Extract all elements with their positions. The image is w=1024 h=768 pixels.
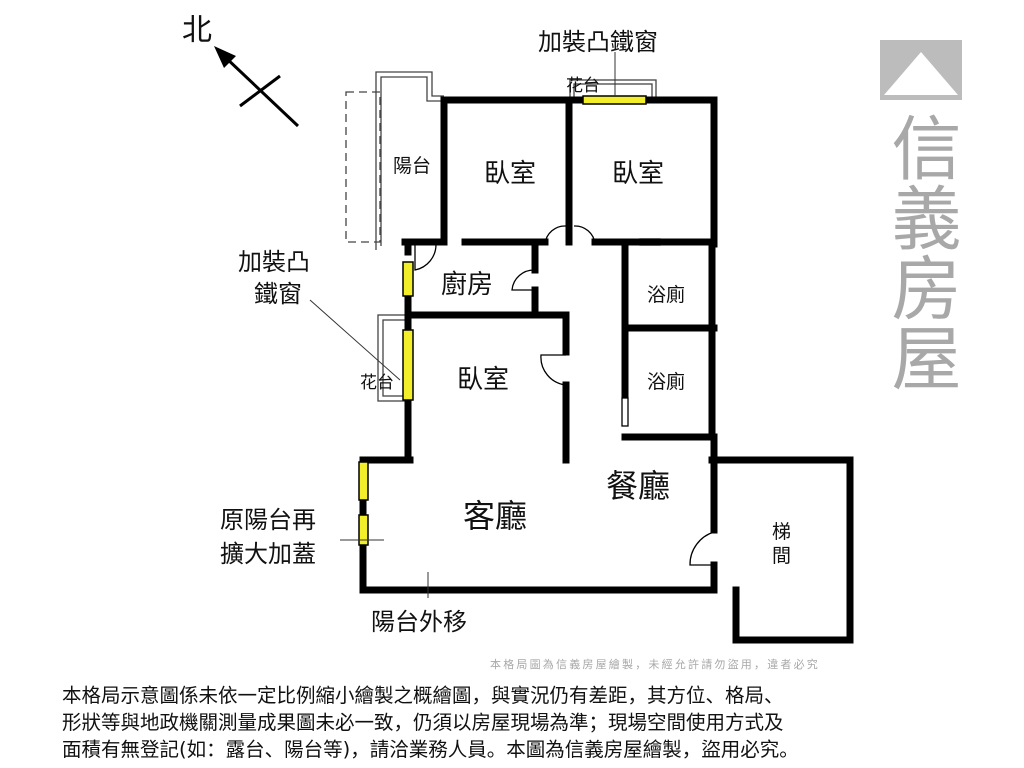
windows xyxy=(358,95,647,546)
room-stair-2: 間 xyxy=(772,545,791,567)
doors xyxy=(414,225,715,566)
north-arrow-icon xyxy=(214,46,236,68)
room-bathroom-1: 浴廁 xyxy=(647,283,685,306)
window-bedroom xyxy=(402,329,414,401)
room-flower-top: 花台 xyxy=(566,76,600,96)
disclaimer-line: 面積有無登記(如：露台、陽台等)，請洽業務人員。本圖為信義房屋繪製，盜用必究。 xyxy=(62,738,799,761)
room-bedroom-3: 臥室 xyxy=(457,365,509,395)
north-compass: 北 xyxy=(182,13,300,128)
window-kitchen xyxy=(402,261,414,297)
watermark-brand: 信義房屋 xyxy=(880,112,962,392)
room-kitchen: 廚房 xyxy=(441,270,493,300)
disclaimer-line: 形狀等與地政機關測量成果圖未必一致，仍須以房屋現場為準；現場空間使用方式及 xyxy=(62,711,784,734)
watermark: 信義房屋 本格局圖為信義房屋繪製，未經允許請勿盜用，違者必究 xyxy=(490,40,962,671)
leader-lines xyxy=(309,52,616,598)
disclaimer-line: 本格局示意圖係未依一定比例縮小繪製之概繪圖，與實況仍有差距，其方位、格局、 xyxy=(62,684,784,707)
window-living-2 xyxy=(358,514,369,546)
watermark-notice: 本格局圖為信義房屋繪製，未經允許請勿盜用，違者必究 xyxy=(490,657,820,671)
annotation-moved: 陽台外移 xyxy=(371,608,467,636)
brand-logo-icon xyxy=(880,40,962,100)
room-bedroom-1: 臥室 xyxy=(484,159,536,189)
annotation-left-window-1: 加裝凸 xyxy=(238,248,310,276)
room-living: 客廳 xyxy=(463,497,527,535)
annotation-top-window: 加裝凸鐵窗 xyxy=(538,28,658,56)
north-label: 北 xyxy=(182,13,212,48)
walls xyxy=(359,96,854,644)
room-stair-1: 梯 xyxy=(772,521,791,543)
balcony-outline xyxy=(345,71,657,402)
room-bedroom-2: 臥室 xyxy=(612,159,664,189)
room-bathroom-2: 浴廁 xyxy=(647,370,685,393)
room-flower-left: 花台 xyxy=(360,373,394,393)
room-balcony: 陽台 xyxy=(393,155,431,177)
room-dining: 餐廳 xyxy=(606,467,670,505)
annotation-extended-2: 擴大加蓋 xyxy=(220,540,316,568)
disclaimer: 本格局示意圖係未依一定比例縮小繪製之概繪圖，與實況仍有差距，其方位、格局、 形狀… xyxy=(62,682,799,763)
window-top xyxy=(582,95,647,105)
annotation-extended-1: 原陽台再 xyxy=(220,506,316,534)
window-living-1 xyxy=(358,461,369,501)
annotation-left-window-2: 鐵窗 xyxy=(254,280,302,308)
